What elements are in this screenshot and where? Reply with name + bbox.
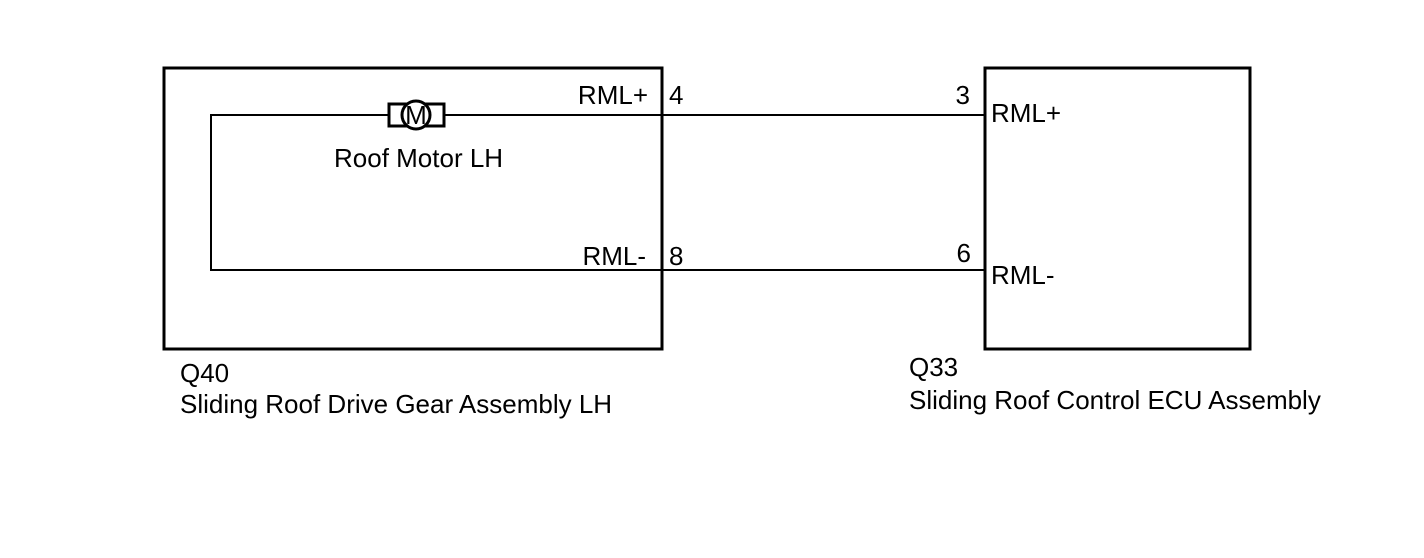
left-pin-minus-number: 8 [669, 241, 683, 271]
left-internal-wire [210, 114, 662, 271]
motor-symbol-text: M [405, 100, 427, 130]
right-pin-plus-name: RML+ [991, 98, 1061, 128]
left-component-code: Q40 [180, 358, 229, 388]
right-pin-plus-number: 3 [956, 80, 970, 110]
motor-icon: M [387, 99, 446, 131]
left-pin-plus-name: RML+ [578, 80, 648, 110]
right-pin-minus-name: RML- [991, 260, 1055, 290]
left-component-name: Sliding Roof Drive Gear Assembly LH [180, 389, 612, 419]
right-component-code: Q33 [909, 352, 958, 382]
right-pin-minus-number: 6 [957, 238, 971, 268]
right-component-box [983, 66, 1252, 351]
right-component-name: Sliding Roof Control ECU Assembly [909, 385, 1321, 415]
left-pin-plus-number: 4 [669, 80, 683, 110]
motor-label: Roof Motor LH [334, 143, 503, 173]
left-pin-minus-name: RML- [582, 241, 646, 271]
left-component-box [162, 66, 664, 351]
